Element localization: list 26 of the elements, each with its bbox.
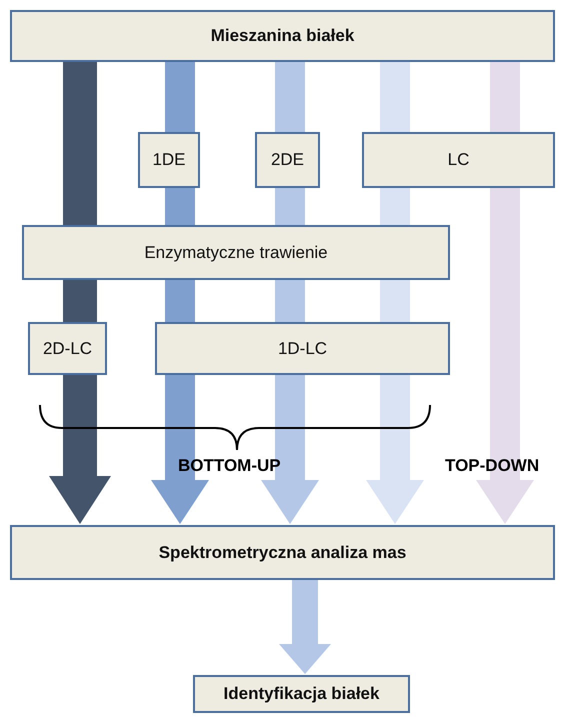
box-label: Enzymatyczne trawienie (144, 242, 328, 262)
box-label: 2DE (270, 150, 304, 170)
process-box (255, 132, 320, 188)
block-arrow (476, 188, 534, 524)
process-box (10, 525, 555, 580)
process-box (10, 10, 555, 62)
process-box (362, 132, 555, 188)
box-label: 1DE (152, 150, 186, 170)
block-arrow (279, 580, 331, 674)
process-box (138, 132, 200, 188)
block-arrow (261, 375, 319, 524)
group-label: TOP-DOWN (445, 456, 540, 476)
process-box (155, 322, 450, 375)
block-arrow (49, 375, 111, 524)
box-label: LC (448, 150, 470, 170)
block-arrow (151, 375, 209, 524)
block-arrow (366, 375, 424, 524)
process-box (193, 675, 410, 713)
process-box (22, 225, 450, 280)
box-label: Spektrometryczna analiza mas (158, 542, 406, 562)
box-label: 1D-LC (278, 338, 328, 358)
process-box (28, 322, 107, 375)
box-label: Mieszanina białek (210, 26, 354, 46)
box-label: Identyfikacja białek (224, 684, 380, 704)
group-label: BOTTOM-UP (178, 456, 281, 476)
box-label: 2D-LC (42, 338, 92, 358)
